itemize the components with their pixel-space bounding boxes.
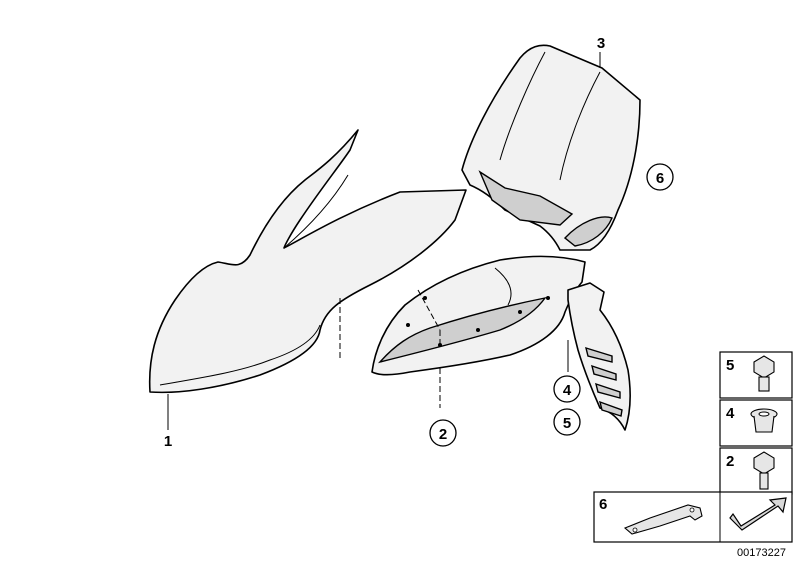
fastener-legend: 5 4 2 xyxy=(719,351,793,495)
legend-label-5: 5 xyxy=(726,357,734,374)
callout-5: 5 xyxy=(563,415,571,432)
hex-bolt-with-flange-icon xyxy=(753,355,775,392)
diagram-reference-number: 00173227 xyxy=(737,547,786,559)
callout-6: 6 xyxy=(656,170,664,187)
bracket-inset: 6 xyxy=(593,491,793,543)
callout-1: 1 xyxy=(164,433,172,450)
legend-label-4: 4 xyxy=(726,405,735,422)
fairing-panel-part xyxy=(148,129,467,430)
front-beak-part xyxy=(567,282,631,431)
mounting-bracket-icon xyxy=(623,504,703,535)
legend-label-2: 2 xyxy=(726,453,734,470)
callout-2-circle: 2 xyxy=(429,419,457,447)
inset-label-6: 6 xyxy=(599,496,607,513)
lower-trim-part xyxy=(371,255,586,408)
hex-bolt-icon xyxy=(753,451,775,490)
direction-arrow-icon xyxy=(729,497,787,531)
callout-2: 2 xyxy=(439,426,447,443)
windscreen-part xyxy=(461,44,641,251)
callout-3: 3 xyxy=(597,35,605,52)
rubber-grommet-icon xyxy=(750,408,778,433)
callout-5-circle: 5 xyxy=(553,408,581,436)
callout-4-circle: 4 xyxy=(553,375,581,403)
callout-4: 4 xyxy=(563,382,572,399)
callout-6-circle: 6 xyxy=(646,163,674,191)
